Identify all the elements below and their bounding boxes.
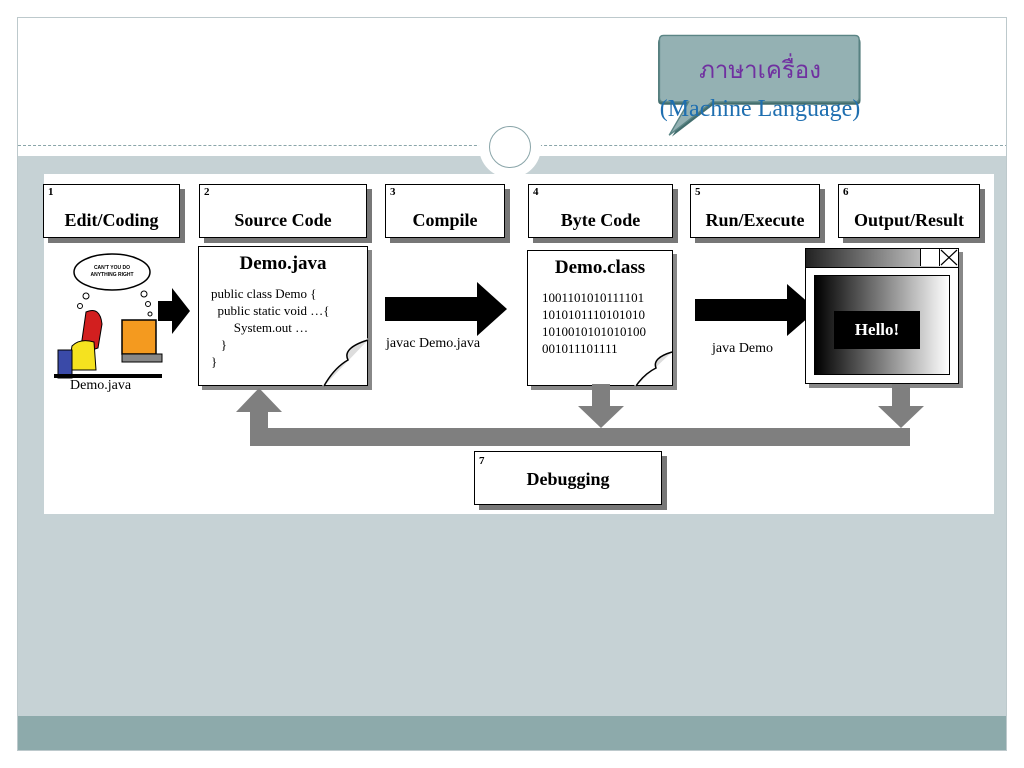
step-debugging: 7 Debugging bbox=[474, 451, 662, 505]
window-close-icon bbox=[939, 249, 958, 266]
step-label: Byte Code bbox=[560, 210, 641, 230]
svg-text:CAN'T YOU DO: CAN'T YOU DO bbox=[94, 265, 130, 271]
step-label: Source Code bbox=[234, 210, 332, 230]
step-label: Run/Execute bbox=[705, 210, 805, 230]
source-doc-code: public class Demo { public static void …… bbox=[211, 286, 330, 369]
step-number: 3 bbox=[390, 186, 396, 198]
footer-band bbox=[18, 716, 1006, 750]
step-label: Output/Result bbox=[853, 210, 965, 230]
cartoon-caption: Demo.java bbox=[70, 378, 132, 393]
window-titlebar bbox=[806, 249, 958, 268]
byte-doc-title: Demo.class bbox=[554, 257, 646, 278]
window-maximize-icon bbox=[920, 249, 939, 266]
callout-bubble bbox=[658, 34, 861, 137]
step-number: 6 bbox=[843, 186, 849, 198]
byte-doc-bits: 1001101010111101 1010101110101010 101001… bbox=[542, 290, 646, 356]
debug-loop-arrows bbox=[236, 384, 924, 446]
page-curl-icon bbox=[634, 350, 673, 387]
step-label: Compile bbox=[412, 210, 478, 230]
compile-arrow-icon bbox=[385, 282, 507, 336]
programmer-cartoon-icon: CAN'T YOU DO ANYTHING RIGHT bbox=[54, 253, 163, 379]
divider-ornament-ring bbox=[489, 126, 531, 168]
compile-command: javac Demo.java bbox=[386, 336, 481, 351]
step-number: 2 bbox=[204, 186, 210, 198]
svg-text:ANYTHING RIGHT: ANYTHING RIGHT bbox=[90, 272, 133, 278]
output-text: Hello! bbox=[834, 311, 920, 349]
source-code-document: Demo.java public class Demo { public sta… bbox=[198, 246, 368, 386]
callout-english-text: (Machine Language) bbox=[659, 96, 861, 122]
run-arrow-icon bbox=[695, 284, 817, 336]
run-command: java Demo bbox=[712, 341, 774, 356]
arrow-right-icon bbox=[158, 288, 190, 334]
step-output-result: 6 Output/Result bbox=[838, 184, 980, 238]
step-number: 4 bbox=[533, 186, 539, 198]
step-source-code: 2 Source Code bbox=[199, 184, 367, 238]
page-curl-icon bbox=[322, 338, 369, 387]
byte-code-document: Demo.class 1001101010111101 101010111010… bbox=[527, 250, 673, 386]
step-number: 5 bbox=[695, 186, 701, 198]
source-doc-title: Demo.java bbox=[239, 253, 327, 274]
step-edit-coding: 1 Edit/Coding bbox=[43, 184, 180, 238]
step-label: Edit/Coding bbox=[64, 210, 159, 230]
step-run-execute: 5 Run/Execute bbox=[690, 184, 820, 238]
step-byte-code: 4 Byte Code bbox=[528, 184, 673, 238]
step-number: 7 bbox=[479, 455, 485, 467]
step-number: 1 bbox=[48, 186, 54, 198]
callout-thai-text: ภาษาเครื่อง bbox=[699, 58, 821, 84]
step-compile: 3 Compile bbox=[385, 184, 505, 238]
step-label: Debugging bbox=[526, 469, 610, 489]
